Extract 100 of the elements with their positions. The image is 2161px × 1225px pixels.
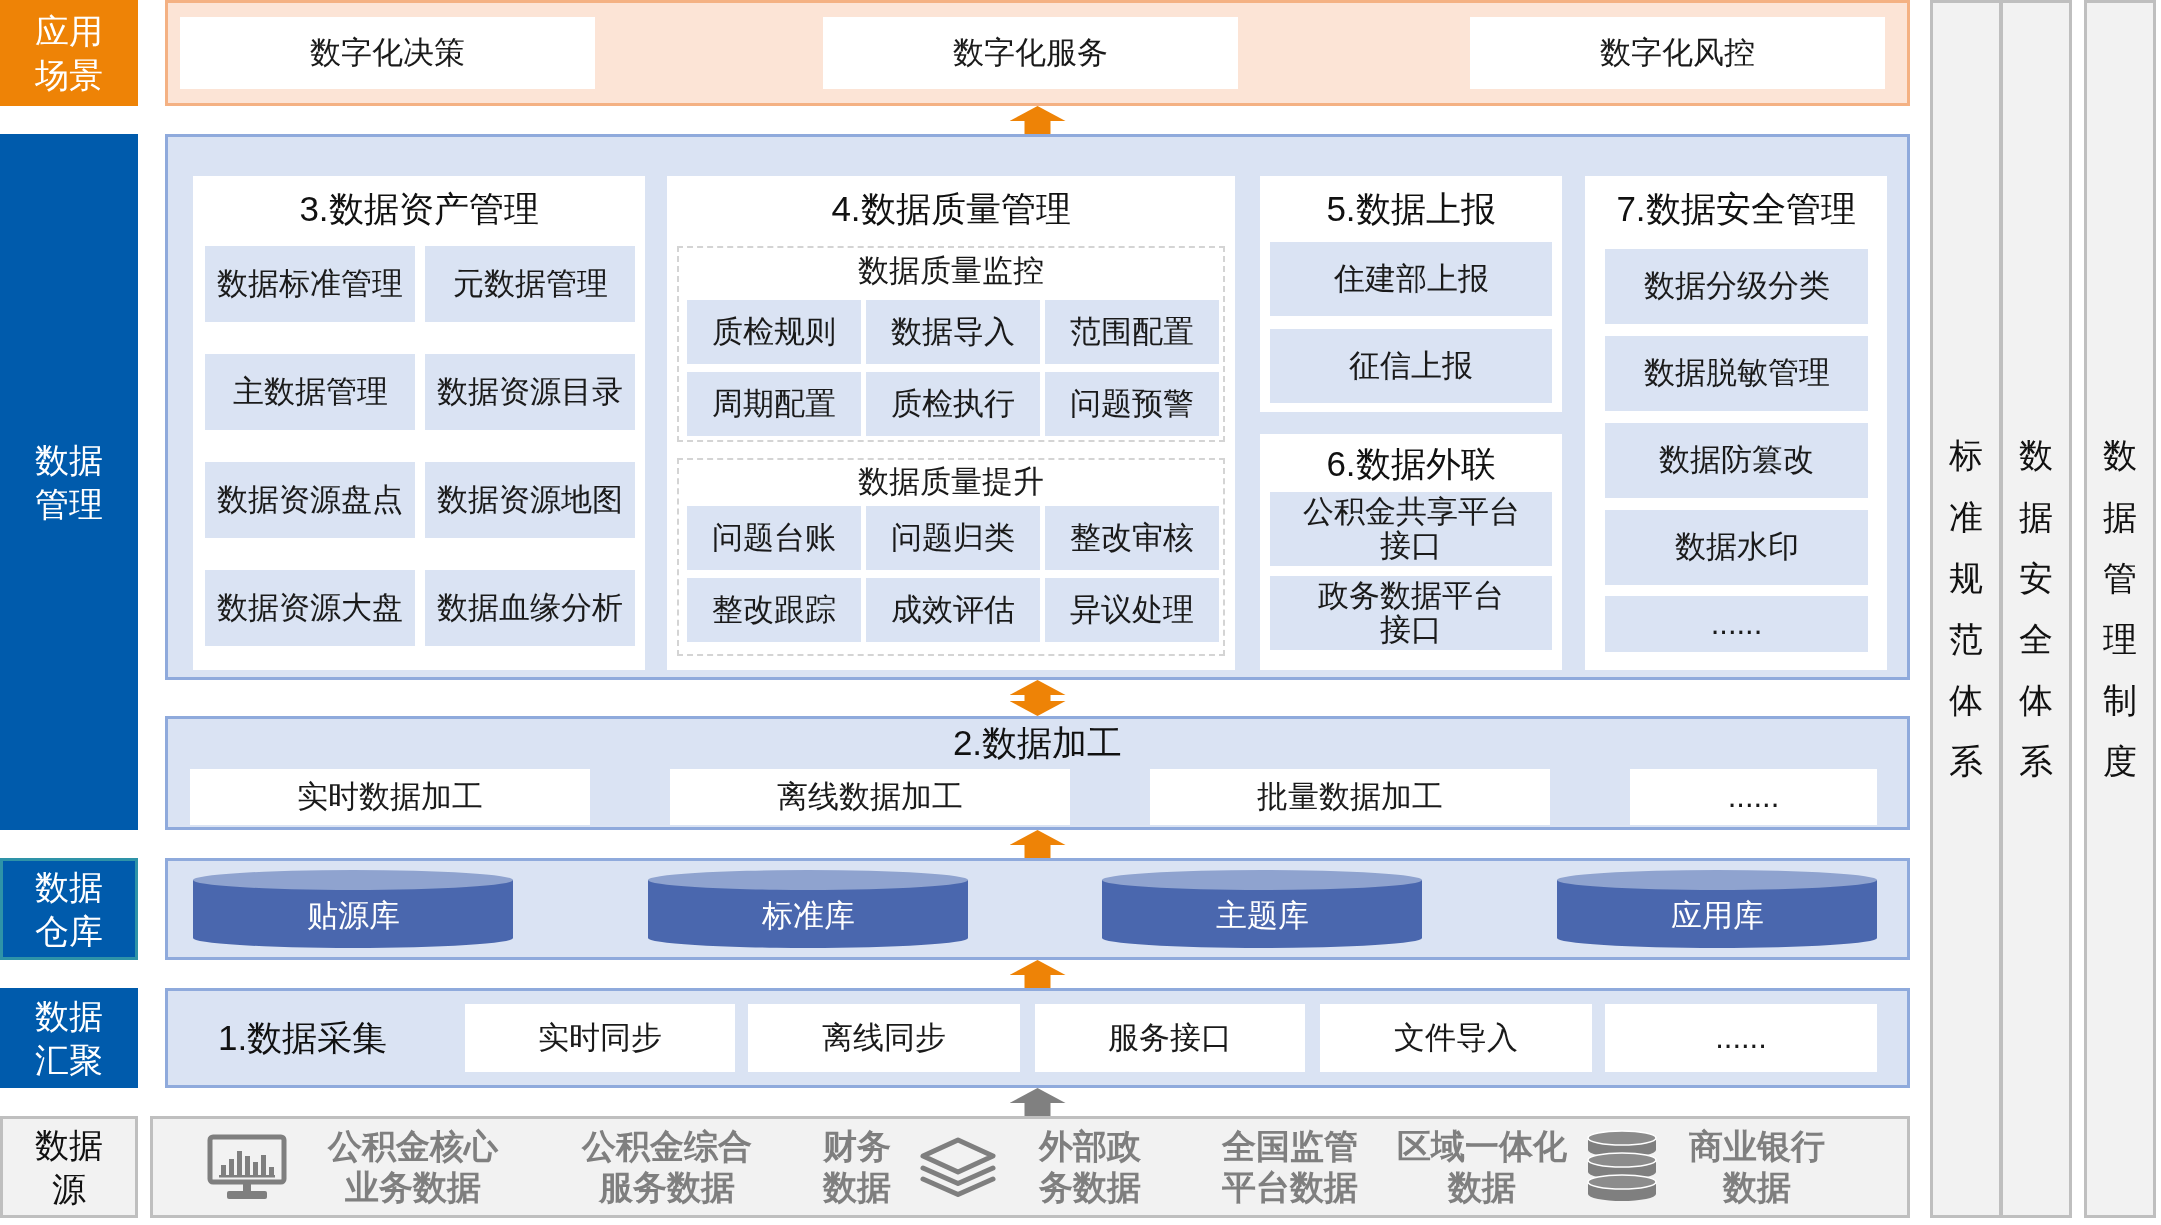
layer-tab [0,0,138,106]
source-label: 全国监管平台数据 [1221,1126,1359,1208]
function-label: 数据资源地图 [437,482,623,518]
function-box [1045,506,1219,570]
function-box [1270,492,1552,566]
function-label: 服务接口 [1108,1020,1232,1056]
function-box [866,300,1040,364]
function-label: ...... [1710,606,1763,642]
column-label: 标准规范体系 [1949,435,1983,783]
function-box [425,246,635,322]
function-box [205,246,415,322]
layer-label: 数据源 [34,1124,104,1210]
function-box [1045,578,1219,642]
block-arrow [1009,680,1066,716]
function-box [687,506,861,570]
layer-band [165,716,1910,830]
band-title: 1.数据采集 [218,1017,388,1059]
function-box [180,17,595,89]
database-cylinder [1102,870,1422,948]
module-title: 6.数据外联 [1326,443,1496,485]
function-box [205,462,415,538]
function-box [1605,1004,1877,1072]
function-label: 离线数据加工 [777,779,963,815]
layer-tab [0,1116,138,1218]
function-label: 主数据管理 [232,374,388,410]
function-label: 住建部上报 [1333,261,1489,297]
function-box [866,578,1040,642]
source-band [150,1116,1910,1218]
function-label: 批量数据加工 [1257,779,1443,815]
dashed-group [677,458,1225,656]
function-box [687,300,861,364]
block-arrow [1009,106,1066,134]
function-label: 整改审核 [1070,520,1194,556]
database-label: 主题库 [1215,898,1309,934]
function-label: 质检执行 [891,386,1015,422]
layer-band [165,858,1910,960]
layer-label: 数据汇聚 [34,995,104,1081]
block-arrow [1009,830,1066,858]
function-box [205,570,415,646]
source-label: 公积金综合服务数据 [580,1126,753,1208]
function-label: 整改跟踪 [712,592,836,628]
function-box [687,372,861,436]
function-box [425,354,635,430]
source-label: 商业银行数据 [1688,1126,1826,1208]
function-box [1605,423,1868,498]
function-box [1270,242,1552,316]
function-box [748,1004,1020,1072]
layer-label: 数据仓库 [34,866,104,952]
side-column [2000,0,2072,1218]
function-box [1045,372,1219,436]
function-label: 政务数据平台接口 [1317,578,1505,648]
layer-label: 数据管理 [34,439,104,525]
layer-band [165,988,1910,1088]
function-label: 离线同步 [822,1020,946,1056]
function-label: 周期配置 [712,386,836,422]
group-title: 数据质量监控 [858,252,1044,290]
function-label: 元数据管理 [452,266,608,302]
function-box [465,1004,735,1072]
layer-tab [0,858,138,960]
module-panel [1260,434,1562,670]
group-title: 数据质量提升 [858,463,1044,501]
column-label: 数据管理制度 [2103,435,2137,783]
function-label: 文件导入 [1394,1020,1518,1056]
function-box [1605,249,1868,324]
function-label: 质检规则 [712,314,836,350]
function-label: 数据分级分类 [1643,269,1830,304]
function-label: 实时数据加工 [297,779,483,815]
module-title: 4.数据质量管理 [831,188,1071,230]
function-label: 征信上报 [1349,348,1473,384]
source-label: 公积金核心业务数据 [326,1126,500,1208]
database-label: 应用库 [1670,898,1764,934]
module-title: 3.数据资产管理 [299,188,539,230]
function-box [670,769,1070,825]
function-label: 问题归类 [891,520,1015,556]
function-box [425,462,635,538]
function-label: 问题台账 [712,520,836,556]
function-box [1605,336,1868,411]
function-label: 数字化决策 [310,35,465,71]
function-box [1630,769,1877,825]
function-label: 数据水印 [1674,530,1799,565]
module-title: 5.数据上报 [1326,188,1496,230]
function-box [1045,300,1219,364]
function-box [425,570,635,646]
function-box [866,372,1040,436]
function-label: 成效评估 [891,592,1015,628]
database-cylinder [648,870,968,948]
function-label: 问题预警 [1070,386,1194,422]
layer-tab [0,988,138,1088]
function-label: 数据资源大盘 [217,590,403,626]
function-label: 数据资源目录 [437,374,623,410]
function-label: 数字化服务 [953,35,1108,71]
function-box [205,354,415,430]
function-label: 数据脱敏管理 [1643,356,1830,391]
database-cylinder [1557,870,1877,948]
function-box [866,506,1040,570]
module-panel [193,176,645,670]
function-label: 数据防篡改 [1659,443,1814,478]
side-column [1930,0,2002,1218]
band-title: 2.数据加工 [952,722,1123,764]
module-title: 7.数据安全管理 [1616,188,1856,230]
